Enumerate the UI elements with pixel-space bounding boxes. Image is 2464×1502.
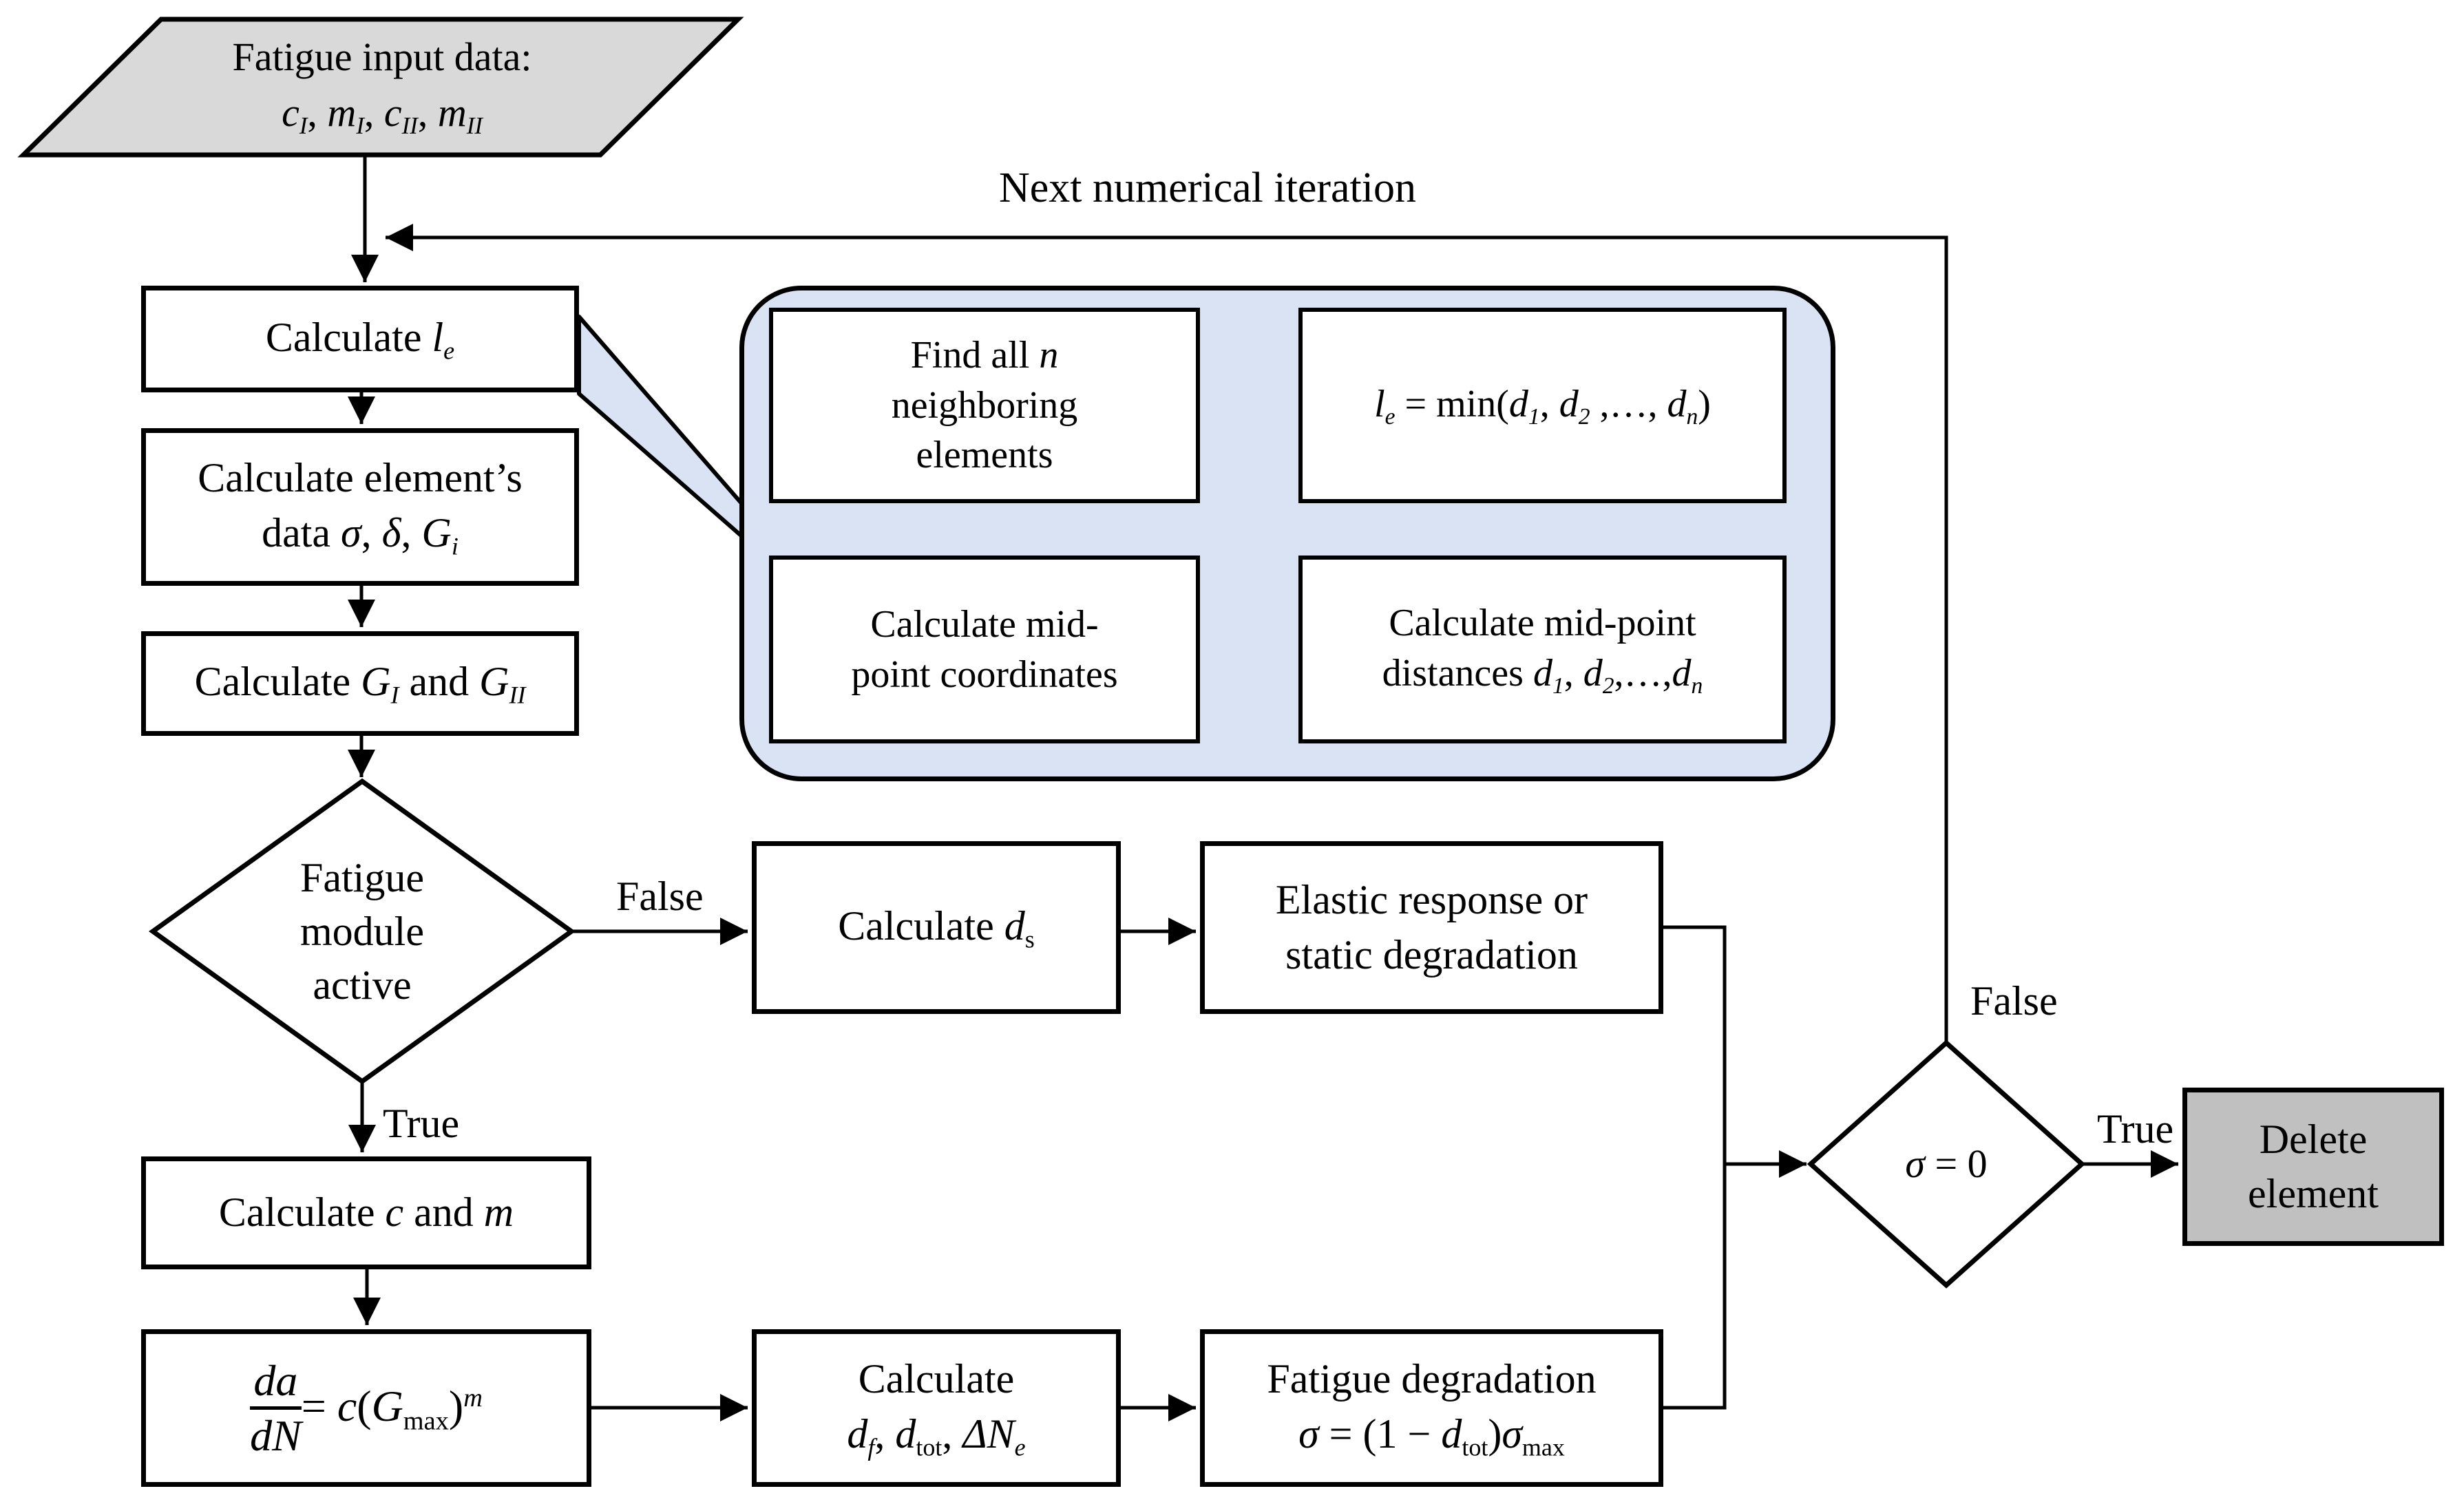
input-parallelogram — [17, 17, 744, 158]
sigma-zero-diamond-text: σ = 0 — [1843, 1140, 2050, 1188]
fraction-denominator: dN — [250, 1411, 302, 1460]
mid-distances-box: Calculate mid-point distances d1, d2,…,d… — [1298, 556, 1787, 743]
fatigue-degradation-line1: Fatigue degradation — [1267, 1356, 1597, 1402]
fraction-da-dN: da dN — [250, 1357, 302, 1459]
sigma-zero-diamond — [1807, 1039, 2086, 1289]
fraction-bar — [250, 1406, 302, 1410]
delete-element-line1: Delete — [2259, 1116, 2368, 1162]
fraction-numerator: da — [253, 1355, 298, 1405]
fatigue-degradation-box: Fatigue degradation σ = (1 − dtot)σmax — [1200, 1329, 1663, 1487]
find-neighbors-box: Find all n neighboring elements — [769, 308, 1200, 503]
delete-element-box: Delete element — [2182, 1088, 2444, 1246]
fatigue-input-line2: cI, mI, cII, mII — [282, 90, 483, 140]
paris-equation-box: da dN = c(Gmax)m — [141, 1329, 591, 1487]
calc-df-line2: df, dtot, ΔNe — [847, 1410, 1026, 1461]
fatigue-degradation-line2: σ = (1 − dtot)σmax — [1298, 1410, 1565, 1461]
calc-g-box: Calculate GI and GII — [141, 631, 579, 736]
elastic-response-line1: Elastic response or — [1275, 877, 1588, 923]
mid-coordinates-line2: point coordinates — [851, 653, 1118, 696]
sigma-zero-text: σ = 0 — [1905, 1141, 1988, 1187]
calc-le-text: Calculate le — [265, 314, 455, 365]
calc-cm-box: Calculate c and m — [141, 1156, 591, 1269]
calc-element-data-line2: data σ, δ, Gi — [262, 509, 459, 560]
feedback-line-false-loop — [386, 224, 1948, 1044]
le-min-box: le = min(d1, d2 ,…, dn) — [1298, 308, 1787, 503]
elastic-response-box: Elastic response or static degradation — [1200, 841, 1663, 1014]
paris-equation-rhs: = c(Gmax)m — [301, 1382, 483, 1436]
true-label-1: True — [383, 1101, 460, 1146]
elastic-response-line2: static degradation — [1285, 931, 1578, 977]
delete-element-line2: element — [2248, 1171, 2379, 1216]
next-iteration-label: Next numerical iteration — [999, 165, 1416, 211]
paris-equation: da dN = c(Gmax)m — [250, 1357, 483, 1459]
calc-df-box: Calculate df, dtot, ΔNe — [752, 1329, 1121, 1487]
fatigue-module-diamond — [148, 778, 576, 1085]
true-label-2: True — [2097, 1106, 2174, 1152]
find-neighbors-line3: elements — [916, 434, 1053, 477]
mid-distances-line2: distances d1, d2,…,dn — [1382, 651, 1703, 699]
line-fatigue-deg-to-merge — [1663, 1164, 1727, 1410]
fatigue-module-diamond-text: Fatigue module active — [227, 837, 497, 1026]
fatigue-input-line1: Fatigue input data: — [232, 34, 532, 79]
calc-element-data-box: Calculate element’s data σ, δ, Gi — [141, 428, 579, 586]
calc-le-box: Calculate le — [141, 286, 579, 392]
false-label-2: False — [1970, 978, 2058, 1024]
mid-coordinates-line1: Calculate mid- — [870, 602, 1099, 646]
le-min-text: le = min(d1, d2 ,…, dn) — [1374, 382, 1711, 430]
calc-ds-box: Calculate ds — [752, 841, 1121, 1014]
fatigue-input-node: Fatigue input data: cI, mI, cII, mII — [107, 31, 657, 141]
find-neighbors-line2: neighboring — [891, 383, 1078, 427]
fatigue-module-line1: Fatigue — [300, 855, 424, 900]
calc-ds-text: Calculate ds — [838, 902, 1035, 953]
false-label-1: False — [616, 874, 704, 919]
find-neighbors-line1: Find all n — [910, 333, 1059, 377]
fatigue-module-line2: module — [300, 909, 424, 954]
calc-element-data-line1: Calculate element’s — [198, 455, 523, 501]
mid-coordinates-box: Calculate mid- point coordinates — [769, 556, 1200, 743]
calc-g-text: Calculate GI and GII — [194, 659, 526, 709]
calc-cm-text: Calculate c and m — [218, 1189, 514, 1236]
calc-df-line1: Calculate — [858, 1356, 1015, 1402]
line-elastic-to-merge — [1663, 925, 1727, 1164]
fatigue-module-line3: active — [313, 962, 412, 1008]
mid-distances-line1: Calculate mid-point — [1389, 601, 1696, 644]
